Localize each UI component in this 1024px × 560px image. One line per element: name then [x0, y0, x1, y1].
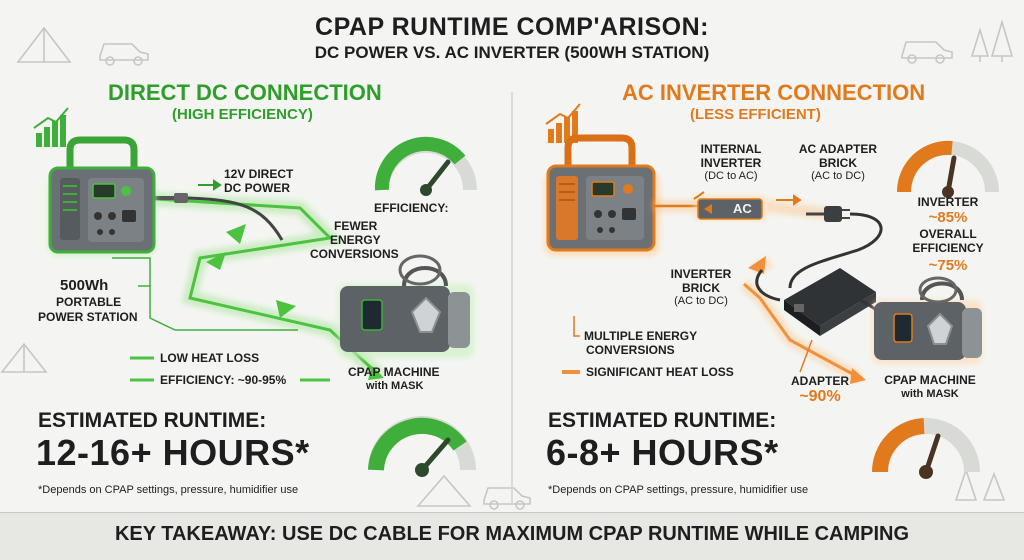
ac-runtime-label: ESTIMATED RUNTIME: — [548, 409, 777, 432]
adapter-brick-icon — [755, 268, 891, 336]
dc-heading: DIRECT DC CONNECTION — [108, 80, 382, 105]
gauge-icon — [896, 140, 999, 198]
arrow-icon — [198, 179, 222, 191]
ac-brick-line2: BRICK — [682, 281, 720, 295]
ac-brick-line1: INVERTER — [670, 267, 732, 281]
arrow-icon — [206, 224, 296, 318]
tree-icon — [954, 467, 1006, 501]
ac-inverter-eff-line2: ~85% — [928, 209, 968, 226]
takeaway-text: KEY TAKEAWAY: USE DC CABLE FOR MAXIMUM C… — [114, 523, 910, 545]
ac-adapter-eff-line1: ADAPTER — [790, 374, 849, 388]
dc-subheading: (HIGH EFFICIENCY) — [172, 106, 313, 123]
gauge-icon — [871, 418, 980, 479]
dc-runtime-value: 12-16+ HOURS* — [36, 432, 310, 473]
ac-internal-line3: (DC to AC) — [704, 170, 758, 182]
takeaway-banner — [0, 512, 1024, 560]
ac-adapter-line2: BRICK — [819, 156, 857, 170]
power-station-icon — [48, 136, 156, 256]
dc-efficiency-label: EFFICIENCY: — [374, 201, 449, 215]
ac-multi-line2: CONVERSIONS — [586, 343, 675, 357]
tree-icon — [970, 19, 1014, 62]
ac-overall-line1: OVERALL — [919, 227, 977, 241]
tent-icon — [16, 26, 72, 63]
dc-legend-efficiency: EFFICIENCY: ~90-95% — [160, 373, 287, 387]
ac-cpap-line2: with MASK — [901, 388, 959, 400]
ac-inverter-box-label: AC — [733, 201, 752, 216]
ac-runtime-value: 6-8+ HOURS* — [546, 432, 779, 473]
tent-icon — [416, 474, 472, 507]
ac-cpap-line1: CPAP MACHINE — [884, 373, 976, 387]
cpap-machine-icon — [338, 254, 474, 358]
dc-cpap-line1: CPAP MACHINE — [348, 365, 440, 379]
inverter-icon — [694, 196, 766, 220]
car-icon — [483, 487, 531, 510]
ac-multi-line1: MULTIPLE ENERGY — [584, 329, 698, 343]
growth-chart-icon — [33, 107, 69, 147]
dc-fewer-line2: ENERGY — [330, 233, 381, 247]
dc-legend-heat: LOW HEAT LOSS — [160, 351, 260, 365]
dc-fewer-line1: FEWER — [334, 219, 378, 233]
ac-adapter-eff-line2: ~90% — [799, 388, 841, 405]
dc-direct-line1: 12V DIRECT — [224, 167, 294, 181]
dc-footnote: *Depends on CPAP settings, pressure, hum… — [38, 484, 299, 496]
tent-icon — [0, 342, 48, 373]
ac-overall-line2: EFFICIENCY — [912, 241, 984, 255]
energy-flow-arrow — [652, 200, 866, 384]
gauge-icon — [374, 136, 477, 196]
ac-subheading: (LESS EFFICIENT) — [690, 106, 821, 123]
ac-internal-line2: INVERTER — [700, 156, 762, 170]
arrow-icon — [693, 191, 802, 206]
ac-internal-line1: INTERNAL — [700, 142, 762, 156]
power-plug-icon — [788, 206, 883, 289]
ac-footnote: *Depends on CPAP settings, pressure, hum… — [548, 484, 809, 496]
power-station-icon — [544, 134, 660, 256]
cpap-machine-icon — [872, 276, 982, 364]
gauge-icon — [368, 416, 476, 477]
dc-runtime-label: ESTIMATED RUNTIME: — [38, 409, 267, 432]
dc-fewer-line3: CONVERSIONS — [310, 247, 399, 261]
car-icon — [99, 43, 149, 66]
dc-station-line3: POWER STATION — [38, 310, 138, 324]
dc-station-line1: 500Wh — [60, 277, 109, 294]
dc-direct-line2: DC POWER — [224, 181, 290, 195]
car-icon — [901, 41, 953, 64]
page-subtitle: DC POWER VS. AC INVERTER (500WH STATION) — [314, 43, 710, 62]
ac-adapter-line3: (AC to DC) — [811, 170, 865, 182]
ac-legend-heat: SIGNIFICANT HEAT LOSS — [586, 365, 734, 379]
ac-overall-line3: ~75% — [928, 257, 968, 274]
growth-chart-icon — [545, 103, 581, 143]
dc-station-line2: PORTABLE — [56, 295, 122, 309]
ac-brick-line3: (AC to DC) — [674, 295, 728, 307]
ac-inverter-eff-line1: INVERTER — [917, 195, 979, 209]
ac-heading: AC INVERTER CONNECTION — [622, 80, 926, 105]
ac-adapter-line1: AC ADAPTER — [798, 142, 878, 156]
energy-flow-arrow — [139, 191, 385, 382]
dc-cpap-line2: with MASK — [366, 380, 424, 392]
page-title: CPAP RUNTIME COMP'ARISON: — [315, 13, 709, 41]
